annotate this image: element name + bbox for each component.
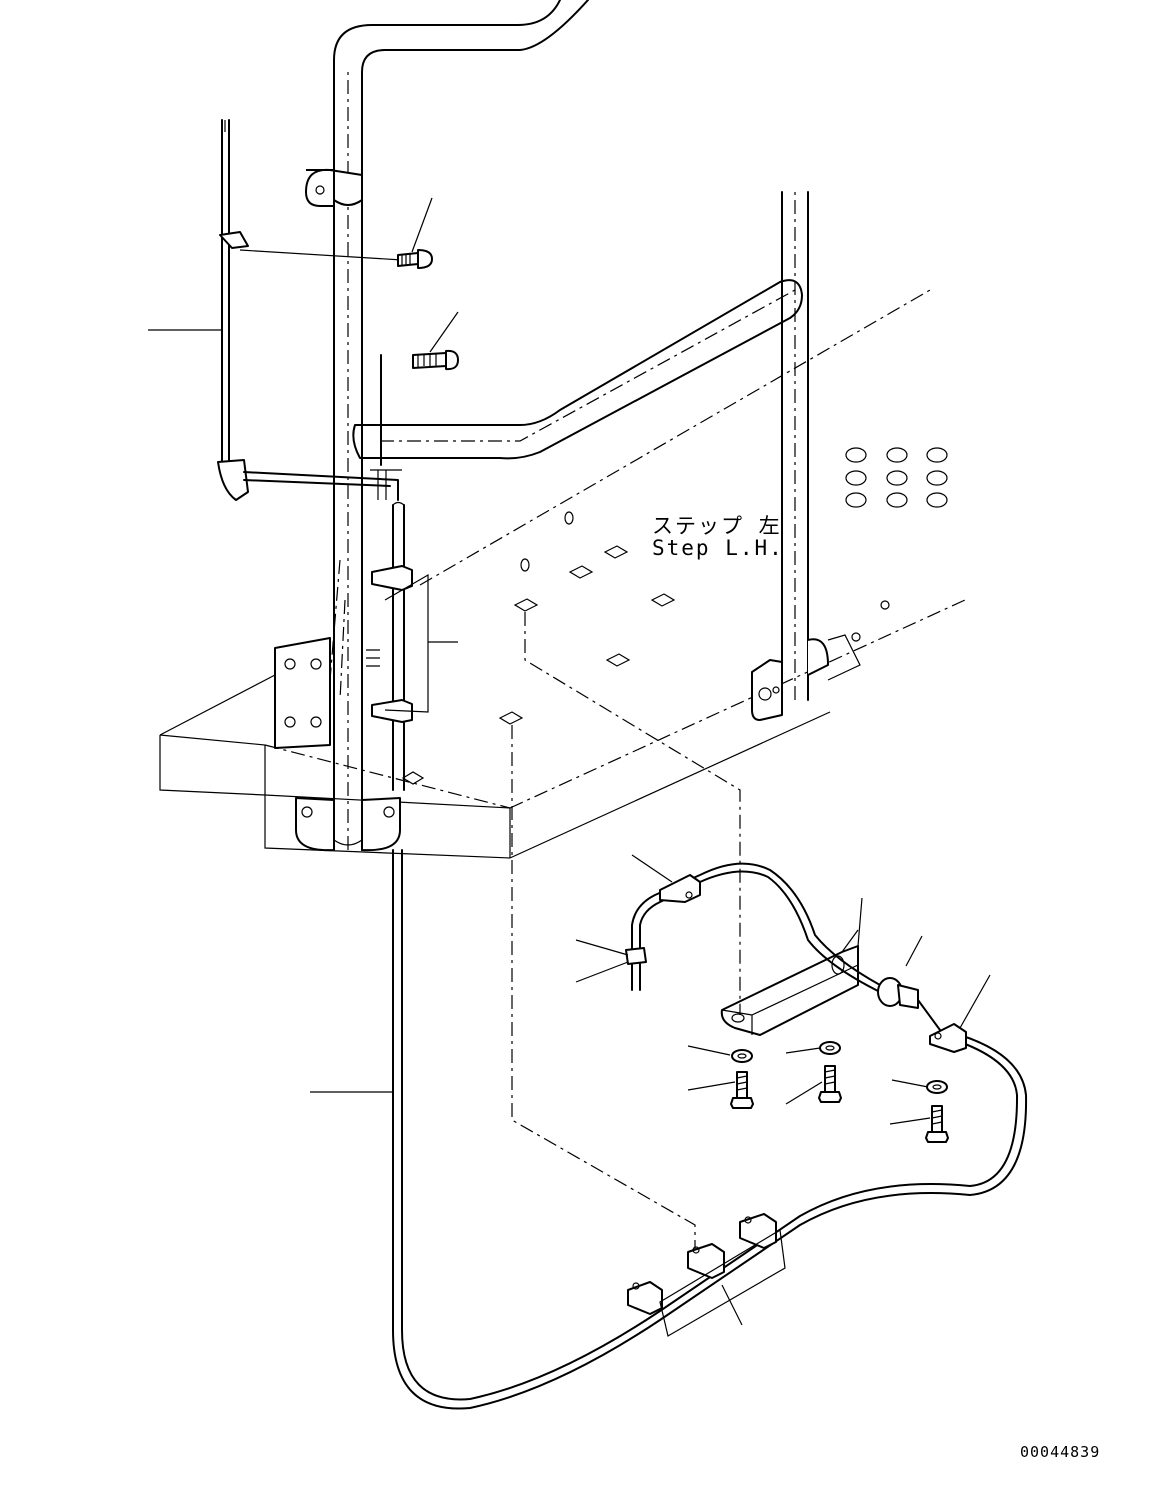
leader-lines bbox=[148, 197, 991, 1326]
cable-clamp-2 bbox=[687, 1243, 725, 1279]
mirror-stay bbox=[217, 119, 403, 501]
grommet bbox=[877, 977, 941, 1031]
cable-clamp-3 bbox=[739, 1213, 777, 1249]
washer-2 bbox=[819, 1041, 841, 1055]
bolt-2 bbox=[818, 1065, 842, 1103]
grab-rail bbox=[352, 279, 803, 460]
mounting-plates bbox=[274, 637, 829, 749]
part-name-en: Step L.H. bbox=[652, 536, 784, 560]
bolt-1 bbox=[730, 1071, 754, 1109]
cable-clamp-right bbox=[929, 1023, 967, 1053]
upper-pipe-clamp bbox=[305, 168, 363, 207]
washer-1 bbox=[731, 1049, 753, 1063]
angle-bracket bbox=[720, 929, 859, 1036]
assembly-guide-lines bbox=[329, 559, 741, 1250]
bolt-top-2 bbox=[412, 349, 459, 371]
bolt-top-1 bbox=[397, 249, 433, 269]
part-name-jp: ステップ 左 bbox=[652, 514, 782, 538]
clamp-cover-plate bbox=[659, 1229, 786, 1337]
cable-clamp-1 bbox=[627, 1281, 663, 1315]
lower-pipe-clamp bbox=[295, 797, 401, 852]
bolt-3 bbox=[925, 1105, 949, 1143]
step-holes bbox=[401, 447, 948, 785]
drawing-id: 00044839 bbox=[1020, 1443, 1101, 1461]
long-cable bbox=[392, 849, 1028, 1410]
cable-conduit bbox=[366, 354, 429, 791]
washer-3 bbox=[926, 1080, 948, 1094]
right-handrail bbox=[781, 190, 809, 701]
sensor-cable bbox=[625, 862, 881, 993]
step-platform bbox=[159, 289, 966, 859]
